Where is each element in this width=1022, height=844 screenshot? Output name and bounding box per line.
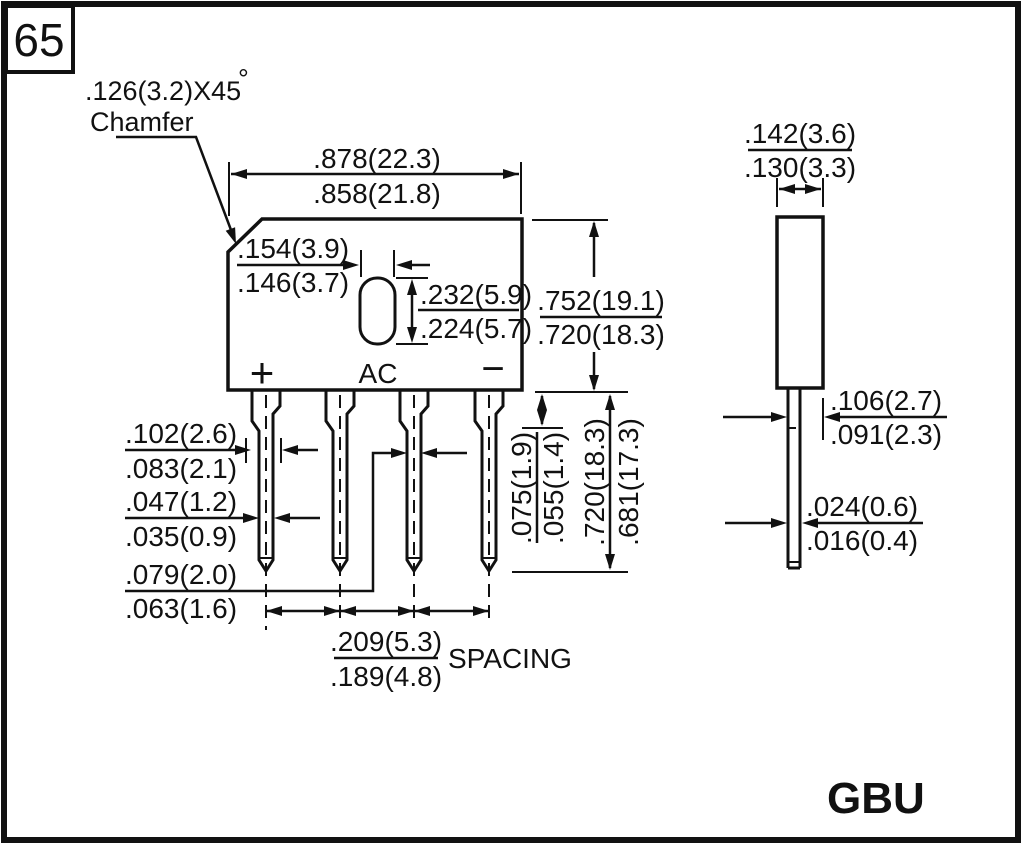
dim-hole-height: .232(5.9) .224(5.7)	[396, 277, 532, 345]
leads	[250, 390, 505, 574]
terminal-minus-label: −	[481, 347, 504, 391]
chamfer-value: .126(3.2)X45	[85, 76, 241, 106]
arrowhead	[266, 606, 282, 616]
dim-min: .224(5.7)	[420, 313, 532, 344]
terminal-ac-label: AC	[359, 358, 398, 389]
dim-max: .142(3.6)	[744, 118, 856, 149]
dim-min: .083(2.1)	[125, 453, 237, 484]
arrowhead	[243, 513, 259, 523]
dim-body-thickness: .142(3.6) .130(3.3)	[744, 118, 856, 207]
arrowhead	[771, 518, 787, 528]
leader-line	[116, 135, 233, 231]
arrowhead	[282, 445, 298, 455]
arrowhead	[503, 169, 519, 179]
side-body-outline	[775, 215, 825, 390]
arrowhead	[805, 184, 821, 194]
dim-body-width: .878(22.3) .858(21.8)	[228, 143, 522, 216]
arrowhead	[398, 606, 414, 616]
arrowhead	[473, 606, 489, 616]
dim-min: .055(1.4)	[538, 432, 569, 544]
package-name-label: GBU	[827, 774, 925, 823]
dim-min: .720(18.3)	[537, 319, 665, 350]
chamfer-label: Chamfer	[90, 107, 194, 137]
dim-max: .047(1.2)	[125, 486, 237, 517]
lead-centerlines	[265, 395, 490, 630]
arrowhead	[324, 606, 340, 616]
dim-hole-width: .154(3.9) .146(3.7)	[237, 233, 430, 298]
arrowhead	[235, 445, 251, 455]
arrowhead	[396, 260, 412, 270]
dim-max: .079(2.0)	[125, 559, 237, 590]
dim-min: .063(1.6)	[125, 593, 237, 624]
dim-lead-offset: .106(2.7) .091(2.3)	[723, 385, 947, 450]
dim-min: .016(0.4)	[806, 525, 918, 556]
arrowhead	[802, 518, 818, 528]
dim-max: .720(18.3)	[579, 418, 610, 546]
arrowhead	[225, 227, 236, 244]
dim-max: .154(3.9)	[237, 233, 349, 264]
dim-lead-spacing: .209(5.3) .189(4.8) SPACING	[266, 606, 572, 692]
dim-lead-width: .047(1.2) .035(0.9)	[125, 486, 320, 552]
arrowhead	[407, 279, 417, 295]
dim-lead-edge: .024(0.6) .016(0.4)	[725, 491, 923, 556]
mounting-hole	[358, 276, 397, 346]
dim-shoulder-width: .102(2.6) .083(2.1)	[125, 418, 318, 484]
side-lead	[786, 388, 802, 570]
arrowhead	[340, 606, 356, 616]
dim-max: .232(5.9)	[420, 279, 532, 310]
page-number-box	[4, 4, 75, 74]
arrowhead	[771, 412, 787, 422]
side-view: .142(3.6) .130(3.3) .106(2.7) .091(2.3) …	[723, 118, 947, 570]
dim-max: .878(22.3)	[313, 143, 441, 174]
arrowhead	[589, 375, 599, 391]
arrowhead	[407, 327, 417, 343]
dim-min: .091(2.3)	[830, 419, 942, 450]
dim-max: .752(19.1)	[537, 285, 665, 316]
arrowhead	[779, 184, 795, 194]
dim-max: .102(2.6)	[125, 418, 237, 449]
dim-lead-width-ac: .079(2.0) .063(1.6)	[125, 448, 467, 624]
arrowhead	[537, 394, 547, 410]
dim-min: .858(21.8)	[313, 178, 441, 209]
front-view: + AC − .126(3.2)X45 ° Chamfer .878(22.3)…	[85, 64, 665, 692]
dim-shoulder-length: .075(1.9) .055(1.4)	[506, 394, 569, 544]
arrowhead	[421, 448, 437, 458]
arrowhead	[537, 410, 547, 426]
chamfer-degree: °	[238, 64, 249, 94]
dim-min: .681(17.3)	[613, 418, 644, 546]
dim-min: .146(3.7)	[237, 267, 349, 298]
arrowhead	[605, 394, 615, 410]
dim-lead-length: .720(18.3) .681(17.3)	[512, 394, 644, 573]
page-number: 65	[13, 14, 64, 66]
dim-max: .106(2.7)	[830, 385, 942, 416]
arrowhead	[414, 606, 430, 616]
arrowhead	[274, 513, 290, 523]
arrowhead	[343, 260, 359, 270]
arrowhead	[589, 221, 599, 237]
terminal-plus-label: +	[250, 349, 275, 396]
spacing-label: SPACING	[448, 643, 572, 674]
dim-max: .075(1.9)	[506, 432, 537, 544]
body-outline	[226, 217, 524, 392]
dim-min: .130(3.3)	[744, 152, 856, 183]
chamfer-note: .126(3.2)X45 ° Chamfer	[85, 64, 249, 244]
arrowhead	[231, 169, 247, 179]
dim-min: .035(0.9)	[125, 521, 237, 552]
arrowhead	[391, 448, 407, 458]
dim-max: .209(5.3)	[330, 626, 442, 657]
dim-max: .024(0.6)	[806, 491, 918, 522]
dim-body-height: .752(19.1) .720(18.3)	[532, 219, 665, 393]
leader-line	[125, 451, 391, 593]
arrowhead	[605, 554, 615, 570]
dim-min: .189(4.8)	[330, 661, 442, 692]
arrowhead	[824, 412, 840, 422]
